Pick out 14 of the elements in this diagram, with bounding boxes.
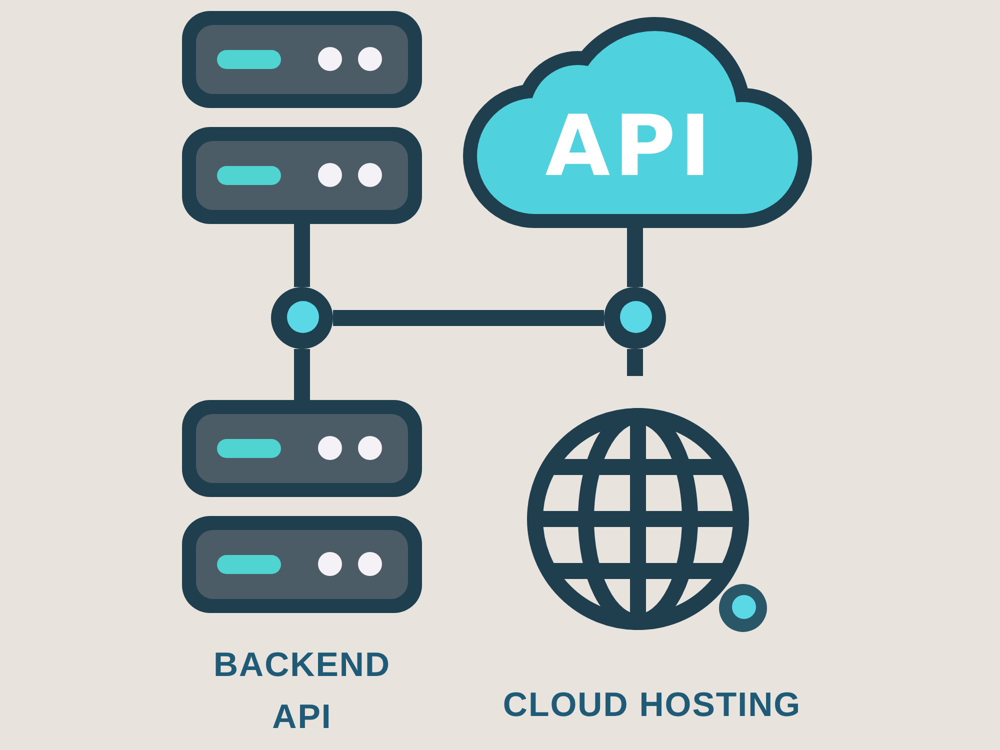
server-stack-drawing [182,11,422,224]
server-stack-drawing [182,400,422,613]
junction-node [271,287,333,349]
connector-line [333,310,604,326]
node-caption: CLOUD HOSTING [502,685,802,726]
node-caption: BACKEND API [214,645,390,738]
connector-line [627,349,643,376]
connector-line [294,349,310,400]
junction-node [604,287,666,349]
circle-node [719,584,767,632]
connector-line [294,224,310,287]
globe-icon [527,408,749,630]
connector-line [627,228,643,287]
cloud-label: API [545,104,715,188]
